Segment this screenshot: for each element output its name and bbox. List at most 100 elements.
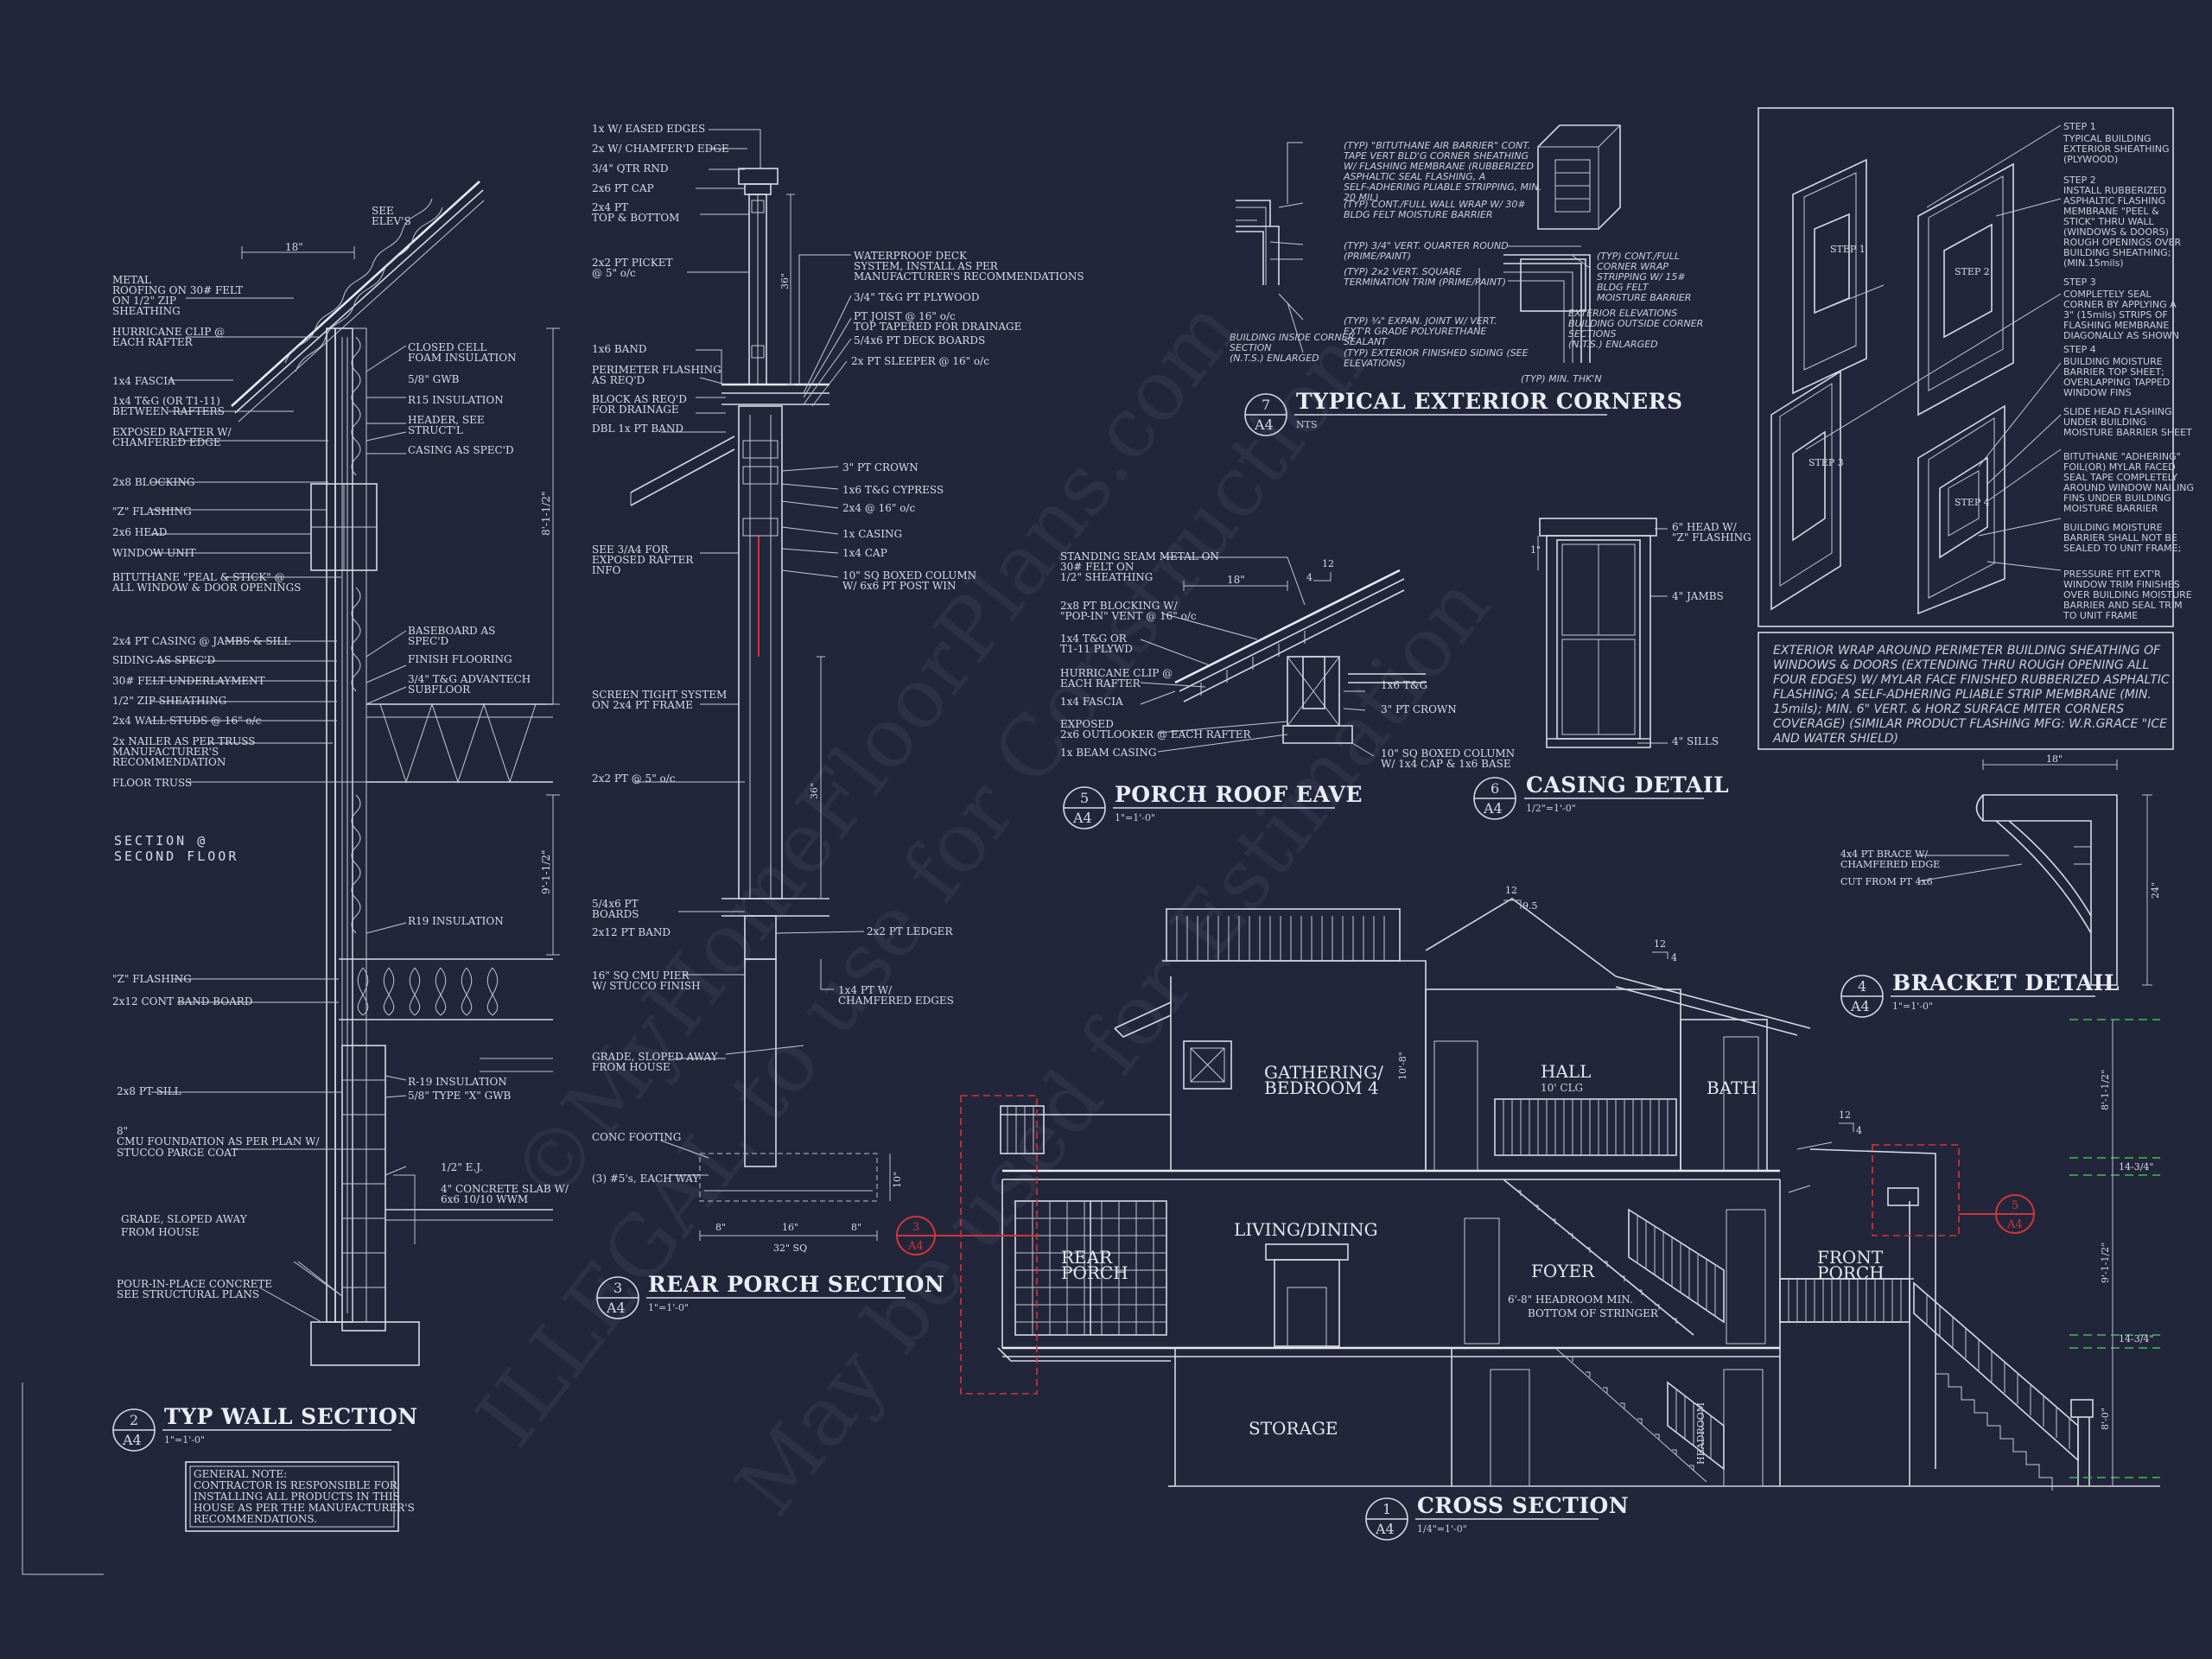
svg-text:R-19 INSULATION: R-19 INSULATION — [408, 1076, 507, 1088]
svg-text:HURRICANE CLIP @: HURRICANE CLIP @ — [112, 326, 225, 338]
svg-text:8": 8" — [851, 1222, 861, 1233]
title-cross-section[interactable]: 1 A4 CROSS SECTION 1/4"=1'-0" — [1365, 1493, 1629, 1541]
svg-text:BLDG FELT: BLDG FELT — [1597, 282, 1649, 293]
corner-3d-block — [1537, 124, 1621, 230]
svg-text:MANUFACTURER'S RECOMMENDATIONS: MANUFACTURER'S RECOMMENDATIONS — [854, 270, 1084, 283]
svg-text:2x6 PT CAP: 2x6 PT CAP — [592, 182, 654, 194]
wall-section-drawing — [231, 181, 560, 1366]
svg-text:EXT'R GRADE POLYURETHANE: EXT'R GRADE POLYURETHANE — [1344, 326, 1486, 337]
svg-text:10" SQ BOXED COLUMN: 10" SQ BOXED COLUMN — [842, 569, 976, 582]
svg-text:OVERLAPPING TAPPED: OVERLAPPING TAPPED — [2063, 377, 2170, 388]
svg-text:CMU FOUNDATION AS PER PLAN W/: CMU FOUNDATION AS PER PLAN W/ — [117, 1135, 320, 1147]
svg-text:A4: A4 — [122, 1432, 142, 1448]
svg-text:EXPOSED RAFTER: EXPOSED RAFTER — [592, 554, 694, 566]
svg-text:20 MIL): 20 MIL) — [1344, 192, 1379, 203]
svg-text:CROSS SECTION: CROSS SECTION — [1417, 1493, 1629, 1518]
svg-text:24": 24" — [2150, 882, 2161, 899]
svg-text:(TYP) 3/4" VERT. QUARTER ROUND: (TYP) 3/4" VERT. QUARTER ROUND — [1344, 240, 1509, 251]
svg-text:TOP & BOTTOM: TOP & BOTTOM — [592, 212, 679, 224]
svg-text:FOR DRAINAGE: FOR DRAINAGE — [592, 404, 679, 416]
porch-eave-notes: STANDING SEAM METAL ON 30# FELT ON 1/2" … — [1060, 550, 1515, 770]
room-living-dining: LIVING/DINING — [1234, 1219, 1378, 1240]
svg-text:1/2" SHEATHING: 1/2" SHEATHING — [1060, 571, 1153, 583]
svg-text:BASEBOARD AS: BASEBOARD AS — [408, 625, 495, 637]
title-bracket-detail[interactable]: 4 A4 BRACKET DETAIL 1"=1'-0" — [1840, 970, 2120, 1018]
svg-text:"POP-IN" VENT @ 16" o/c: "POP-IN" VENT @ 16" o/c — [1060, 610, 1197, 622]
svg-text:5/8" TYPE "X" GWB: 5/8" TYPE "X" GWB — [408, 1090, 512, 1102]
wall-cmu-foundation — [341, 1045, 386, 1332]
svg-text:EXPOSED RAFTER W/: EXPOSED RAFTER W/ — [112, 426, 232, 438]
svg-text:RECOMMENDATIONS.: RECOMMENDATIONS. — [194, 1513, 317, 1525]
svg-text:CASING AS SPEC'D: CASING AS SPEC'D — [408, 444, 514, 456]
svg-text:(MIN.15mils): (MIN.15mils) — [2063, 257, 2124, 269]
room-gathering-2: BEDROOM 4 — [1264, 1077, 1379, 1098]
svg-text:BLOCK AS REQ'D: BLOCK AS REQ'D — [592, 393, 687, 405]
room-front-porch: FRONT — [1817, 1247, 1884, 1268]
svg-text:2x6 OUTLOOKER @ EACH RAFTER: 2x6 OUTLOOKER @ EACH RAFTER — [1060, 728, 1252, 741]
svg-text:TERMINATION TRIM (PRIME/PAINT): TERMINATION TRIM (PRIME/PAINT) — [1344, 276, 1506, 288]
svg-text:HOUSE AS PER THE MANUFACTURER': HOUSE AS PER THE MANUFACTURER'S — [194, 1502, 415, 1514]
title-casing-detail[interactable]: 6 A4 CASING DETAIL 1/2"=1'-0" — [1473, 772, 1729, 820]
outside-corner-wall — [1503, 254, 1591, 363]
svg-text:SYSTEM, INSTALL AS PER: SYSTEM, INSTALL AS PER — [854, 260, 999, 272]
casing-detail-notes: 6" HEAD W/ "Z" FLASHING 4" JAMBS 4" SILL… — [1530, 521, 1751, 747]
svg-text:BITUTHANE "ADHERING": BITUTHANE "ADHERING" — [2063, 451, 2181, 462]
svg-text:15mils); MIN. 6" VERT. & HORZ: 15mils); MIN. 6" VERT. & HORZ SURFACE MI… — [1773, 702, 2124, 716]
wrap-note-box — [1758, 632, 2174, 750]
svg-text:EACH RAFTER: EACH RAFTER — [1060, 677, 1141, 690]
svg-text:9.5: 9.5 — [1522, 900, 1538, 912]
svg-text:TO UNIT FRAME: TO UNIT FRAME — [2063, 610, 2138, 621]
title-rear-porch-section[interactable]: 3 A4 REAR PORCH SECTION 1"=1'-0" — [596, 1272, 944, 1319]
svg-text:SPEC'D: SPEC'D — [408, 635, 448, 647]
svg-text:WINDOW UNIT: WINDOW UNIT — [112, 547, 196, 559]
svg-text:FINS UNDER BUILDING: FINS UNDER BUILDING — [2063, 493, 2171, 504]
svg-text:"Z" FLASHING: "Z" FLASHING — [1672, 531, 1751, 543]
svg-text:RECOMMENDATION: RECOMMENDATION — [112, 756, 226, 768]
svg-text:A4: A4 — [606, 1300, 626, 1316]
svg-text:STEP 1: STEP 1 — [1830, 244, 1866, 255]
svg-text:(N.T.S.) ENLARGED: (N.T.S.) ENLARGED — [1230, 353, 1319, 364]
wall-section-notes: METAL ROOFING ON 30# FELT ON 1/2" ZIP SH… — [111, 205, 569, 1300]
svg-text:BOARDS: BOARDS — [592, 908, 639, 920]
callout-bubble-5[interactable]: 5 A4 — [1995, 1194, 2035, 1234]
svg-text:FLOOR TRUSS: FLOOR TRUSS — [112, 777, 192, 789]
svg-text:2x8 PT SILL: 2x8 PT SILL — [117, 1085, 181, 1097]
svg-text:10'-8": 10'-8" — [1397, 1052, 1408, 1080]
title-wall-section[interactable]: 2 A4 TYP WALL SECTION 1"=1'-0" — [112, 1404, 418, 1452]
svg-text:BOTTOM OF STRINGER: BOTTOM OF STRINGER — [1528, 1307, 1659, 1319]
svg-text:TYP WALL SECTION: TYP WALL SECTION — [164, 1404, 418, 1429]
svg-text:12: 12 — [1839, 1109, 1851, 1121]
svg-text:A4: A4 — [1254, 416, 1274, 433]
svg-text:PRESSURE FIT EXT'R: PRESSURE FIT EXT'R — [2063, 569, 2161, 580]
svg-text:EXTERIOR WRAP AROUND PERIMETER: EXTERIOR WRAP AROUND PERIMETER BUILDING … — [1773, 644, 2161, 658]
porch-eave-drawing — [1140, 556, 1426, 757]
svg-text:BETWEEN RAFTERS: BETWEEN RAFTERS — [112, 405, 225, 417]
svg-text:STEP 2: STEP 2 — [2063, 175, 2096, 186]
svg-text:FOIL(OR) MYLAR FACED: FOIL(OR) MYLAR FACED — [2063, 461, 2176, 473]
svg-text:5/4x6 PT: 5/4x6 PT — [592, 898, 639, 910]
svg-text:SEE: SEE — [372, 205, 394, 217]
svg-text:GRADE, SLOPED AWAY: GRADE, SLOPED AWAY — [121, 1213, 248, 1225]
svg-text:POUR-IN-PLACE CONCRETE: POUR-IN-PLACE CONCRETE — [117, 1278, 272, 1290]
svg-text:CASING DETAIL: CASING DETAIL — [1526, 772, 1729, 798]
callout-bubble-3[interactable]: 3 A4 — [896, 1216, 936, 1255]
wall-stud-column — [334, 327, 353, 1323]
svg-text:BUILDING MOISTURE: BUILDING MOISTURE — [2063, 522, 2163, 533]
svg-text:3" (15mils) STRIPS OF: 3" (15mils) STRIPS OF — [2063, 309, 2168, 321]
svg-text:1x6 BAND: 1x6 BAND — [592, 343, 646, 355]
svg-text:BRACKET DETAIL: BRACKET DETAIL — [1892, 970, 2120, 995]
svg-text:1/2" E.J.: 1/2" E.J. — [441, 1161, 483, 1173]
svg-text:(TYP) "BITUTHANE AIR BARRIER": (TYP) "BITUTHANE AIR BARRIER" CONT. — [1344, 140, 1530, 151]
svg-text:1x4 T&G OR: 1x4 T&G OR — [1060, 632, 1128, 645]
room-storage: STORAGE — [1249, 1418, 1338, 1439]
svg-text:36": 36" — [779, 273, 791, 289]
svg-text:12: 12 — [1654, 938, 1666, 950]
svg-text:2x PT SLEEPER @ 16" o/c: 2x PT SLEEPER @ 16" o/c — [851, 355, 989, 367]
svg-text:EXTERIOR ELEVATIONS: EXTERIOR ELEVATIONS — [1568, 308, 1677, 319]
title-typical-exterior-corners[interactable]: 7 A4 TYPICAL EXTERIOR CORNERS NTS — [1244, 389, 1683, 436]
title-porch-roof-eave[interactable]: 5 A4 PORCH ROOF EAVE 1"=1'-0" — [1063, 782, 1363, 830]
svg-text:1"=1'-0": 1"=1'-0" — [1892, 1001, 1933, 1012]
svg-text:INSTALL RUBBERIZED: INSTALL RUBBERIZED — [2063, 185, 2166, 196]
svg-text:1x4 FASCIA: 1x4 FASCIA — [112, 375, 175, 387]
svg-text:BUILDING OUTSIDE CORNER: BUILDING OUTSIDE CORNER — [1568, 318, 1703, 329]
